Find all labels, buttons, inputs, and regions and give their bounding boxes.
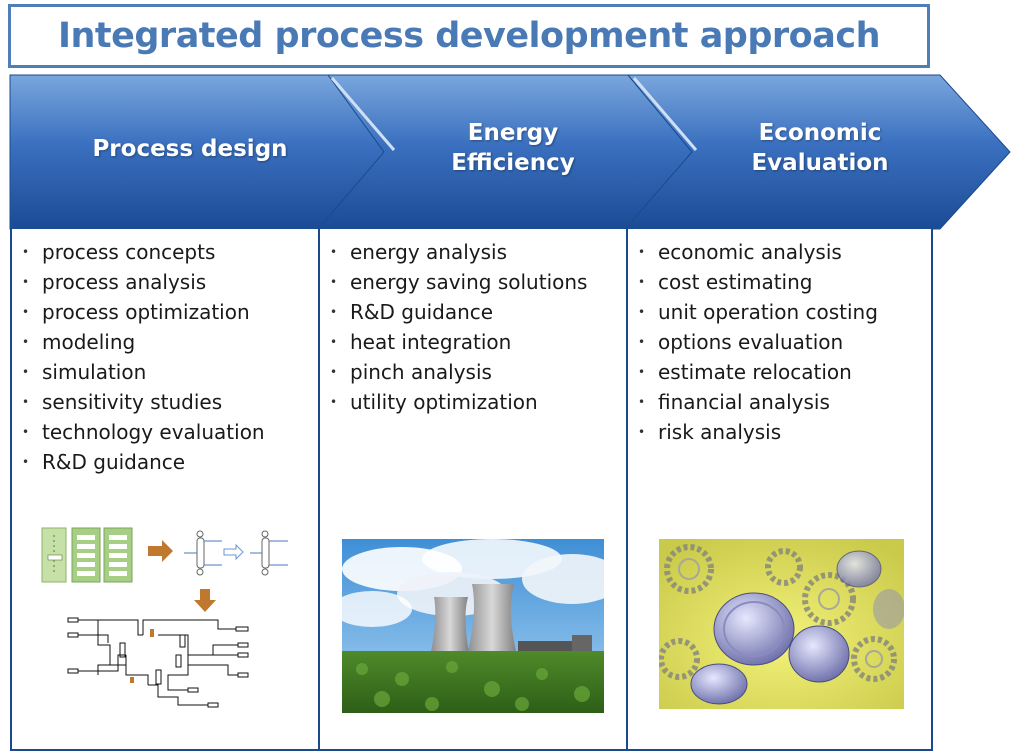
list-item: •economic analysis: [638, 240, 842, 264]
chevron-economic-evaluation: [623, 74, 1011, 230]
process-flow-diagram-icon: [41, 527, 288, 708]
list-item: •R&D guidance: [22, 450, 186, 474]
list-item: •R&D guidance: [330, 300, 494, 324]
list-item: •energy analysis: [330, 240, 508, 264]
list-item: •technology evaluation: [22, 420, 265, 444]
column-process-design: •process concepts •process analysis •pro…: [10, 229, 320, 751]
header-line1: Energy: [467, 120, 559, 146]
list-item: •heat integration: [330, 330, 512, 354]
list-item: •utility optimization: [330, 390, 538, 414]
list-item: •sensitivity studies: [22, 390, 223, 414]
list-item: •modeling: [22, 330, 136, 354]
list-item: •financial analysis: [638, 390, 830, 414]
header-process-design: Process design: [60, 134, 320, 164]
list-item: •unit operation costing: [638, 300, 878, 324]
list-item: •process optimization: [22, 300, 250, 324]
process-design-list: •process concepts •process analysis •pro…: [12, 229, 318, 477]
economic-evaluation-list: •economic analysis •cost estimating •uni…: [628, 229, 931, 447]
cooling-towers-photo-icon: [342, 539, 604, 713]
header-energy-efficiency: Energy Efficiency: [400, 118, 626, 178]
header-line1: Economic: [758, 120, 882, 146]
list-item: •options evaluation: [638, 330, 844, 354]
header-line2: Evaluation: [751, 150, 889, 176]
chevron-banner: [9, 74, 1011, 230]
list-item: •cost estimating: [638, 270, 813, 294]
title-box: Integrated process development approach: [8, 4, 930, 68]
header-economic-evaluation: Economic Evaluation: [705, 118, 935, 178]
energy-efficiency-list: •energy analysis •energy saving solution…: [320, 229, 626, 417]
coins-and-gears-photo-icon: [659, 539, 904, 709]
list-item: •energy saving solutions: [330, 270, 588, 294]
page-title: Integrated process development approach: [57, 16, 881, 56]
list-item: •pinch analysis: [330, 360, 492, 384]
list-item: •simulation: [22, 360, 147, 384]
list-item: •process concepts: [22, 240, 216, 264]
header-line2: Efficiency: [451, 150, 575, 176]
list-item: •risk analysis: [638, 420, 782, 444]
list-item: •process analysis: [22, 270, 207, 294]
header-line1: Process design: [92, 136, 288, 162]
list-item: •estimate relocation: [638, 360, 852, 384]
